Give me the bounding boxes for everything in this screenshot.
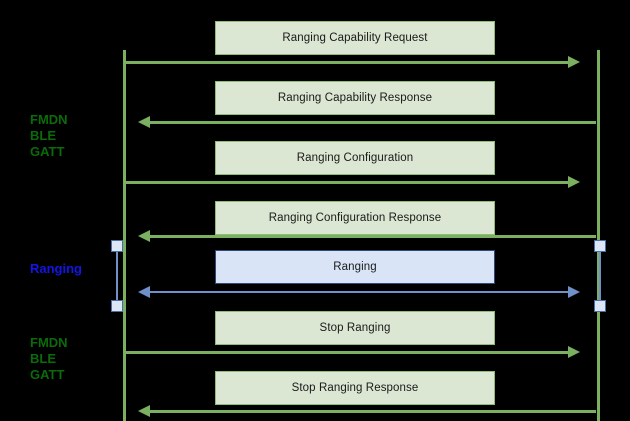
arrowhead-left-stop-ranging-response — [138, 405, 150, 417]
message-box-ranging-capability-response: Ranging Capability Response — [215, 81, 495, 115]
message-arrow-ranging — [150, 291, 568, 293]
message-box-stop-ranging: Stop Ranging — [215, 311, 495, 345]
arrowhead-right-ranging — [568, 286, 580, 298]
message-box-ranging-capability-request: Ranging Capability Request — [215, 21, 495, 55]
message-arrow-ranging-configuration-response — [150, 235, 596, 238]
arrowhead-left-ranging — [138, 286, 150, 298]
message-arrow-ranging-capability-request — [126, 61, 568, 64]
message-arrow-stop-ranging — [126, 351, 568, 354]
arrowhead-right-ranging-configuration — [568, 176, 580, 188]
activation-marker-right-end — [594, 300, 606, 312]
message-arrow-ranging-configuration — [126, 181, 568, 184]
message-arrow-stop-ranging-response — [150, 410, 596, 413]
activation-marker-left-end — [111, 300, 123, 312]
message-box-ranging-configuration-response: Ranging Configuration Response — [215, 201, 495, 235]
phase-label-ranging: Ranging — [30, 261, 82, 276]
activation-marker-right-start — [594, 240, 606, 252]
message-arrow-ranging-capability-response — [150, 121, 596, 124]
ranging-lifeline-segment-right — [599, 244, 601, 306]
phase-label-fmdn-ble-gatt-top: FMDN BLE GATT — [30, 112, 68, 159]
arrowhead-right-stop-ranging — [568, 346, 580, 358]
ranging-lifeline-segment-left — [116, 244, 118, 306]
arrowhead-right-ranging-capability-request — [568, 56, 580, 68]
arrowhead-left-ranging-capability-response — [138, 116, 150, 128]
phase-label-fmdn-ble-gatt-bottom: FMDN BLE GATT — [30, 335, 68, 382]
lifeline-right — [597, 50, 600, 421]
arrowhead-left-ranging-configuration-response — [138, 230, 150, 242]
lifeline-left — [123, 50, 126, 421]
message-box-stop-ranging-response: Stop Ranging Response — [215, 371, 495, 405]
message-box-ranging-configuration: Ranging Configuration — [215, 141, 495, 175]
activation-marker-left-start — [111, 240, 123, 252]
message-box-ranging: Ranging — [215, 250, 495, 284]
